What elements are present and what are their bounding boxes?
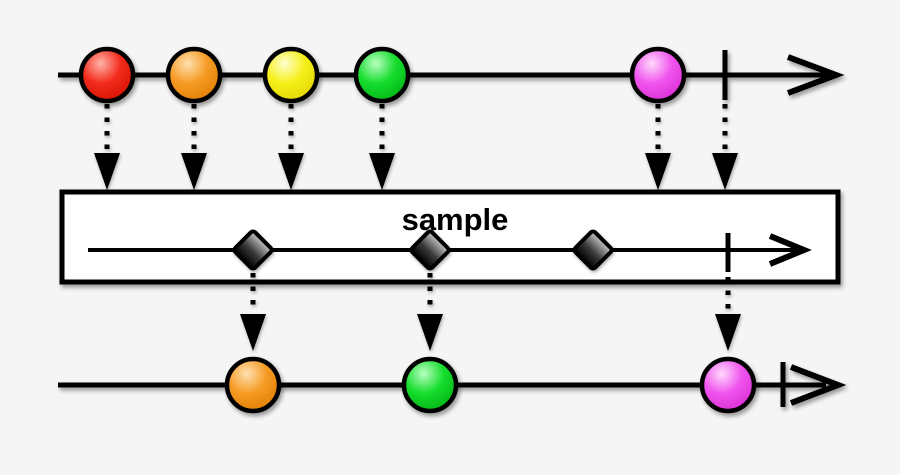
sampler-tick-diamond xyxy=(572,229,614,271)
dashed-arrow xyxy=(240,273,266,351)
sample-operator-box: sample xyxy=(59,189,841,285)
output-timeline xyxy=(58,356,847,414)
source-to-operator-arrows xyxy=(94,104,738,190)
down-arrowhead-icon xyxy=(278,153,304,190)
sampler-timeline xyxy=(88,229,812,272)
down-arrowhead-icon xyxy=(94,153,120,190)
dashed-arrow xyxy=(369,104,395,190)
operator-to-output-arrows xyxy=(240,273,741,351)
down-arrowhead-icon xyxy=(181,153,207,190)
source-marble-magenta xyxy=(629,46,687,104)
dashed-arrow xyxy=(645,104,671,190)
dashed-arrow xyxy=(181,104,207,190)
output-timeline-arrowhead-icon xyxy=(789,364,847,406)
down-arrowhead-icon xyxy=(240,314,266,351)
output-marble-orange xyxy=(224,356,282,414)
down-arrowhead-icon xyxy=(369,153,395,190)
dashed-arrow xyxy=(94,104,120,190)
operator-label: sample xyxy=(402,202,509,237)
output-marble-magenta xyxy=(699,356,757,414)
output-marble-green xyxy=(401,356,459,414)
down-arrowhead-icon xyxy=(715,314,741,351)
down-arrowhead-icon xyxy=(645,153,671,190)
sampler-tick-diamond xyxy=(409,229,451,271)
down-arrowhead-icon xyxy=(712,153,738,190)
source-marble-green xyxy=(353,46,411,104)
dashed-arrow xyxy=(417,273,443,351)
operator-box-frame xyxy=(59,189,841,285)
source-marble-red xyxy=(78,46,136,104)
source-timeline-arrowhead-icon xyxy=(786,54,845,96)
source-timeline xyxy=(58,46,845,104)
down-arrowhead-icon xyxy=(417,314,443,351)
dashed-arrow xyxy=(278,104,304,190)
sampler-tick-diamond xyxy=(232,229,274,271)
sampler-timeline-arrowhead-icon xyxy=(768,233,812,267)
source-marble-yellow xyxy=(262,46,320,104)
source-marble-orange xyxy=(165,46,223,104)
dashed-arrow xyxy=(715,277,741,351)
dashed-arrow xyxy=(712,104,738,190)
